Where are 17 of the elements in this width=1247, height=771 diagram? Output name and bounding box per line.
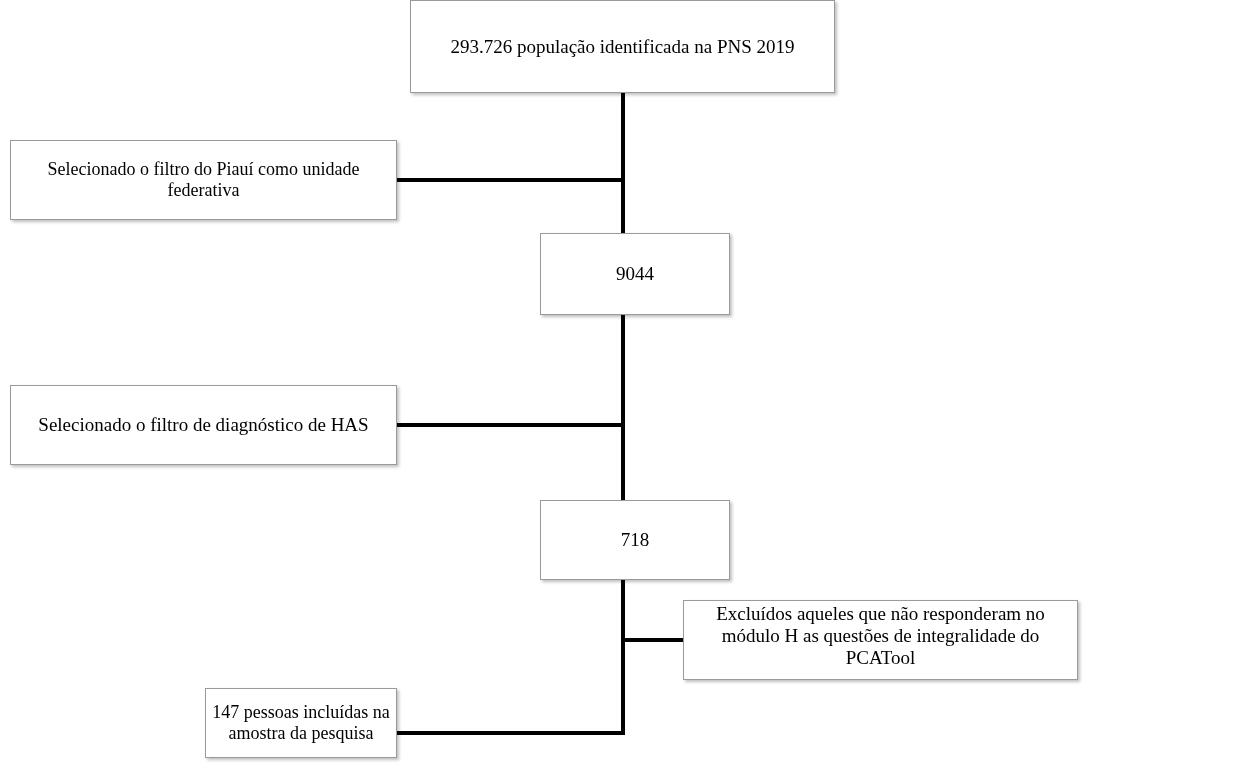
box-text: Selecionado o filtro do Piauí como unidade federativa [46, 159, 361, 201]
box-text: 9044 [616, 263, 654, 285]
box-text: 293.726 população identificada na PNS 2019 [450, 35, 795, 58]
box-text: 718 [620, 529, 650, 551]
process-box [10, 140, 397, 220]
process-box [410, 0, 835, 93]
process-box [683, 600, 1078, 680]
process-box [205, 688, 397, 758]
process-box [540, 500, 730, 580]
connector-line [397, 178, 625, 233]
connector-line [397, 638, 683, 735]
connector-line [397, 423, 625, 500]
box-text: Excluídos aqueles que não responderam no módulo H as questões de integralidade do PCATool [715, 603, 1046, 669]
box-text: Selecionado o filtro de diagnóstico de HAS [38, 414, 369, 436]
process-box [10, 385, 397, 465]
process-box [540, 233, 730, 315]
box-text: 147 pessoas incluídas na amostra da pesquisa [211, 702, 391, 744]
